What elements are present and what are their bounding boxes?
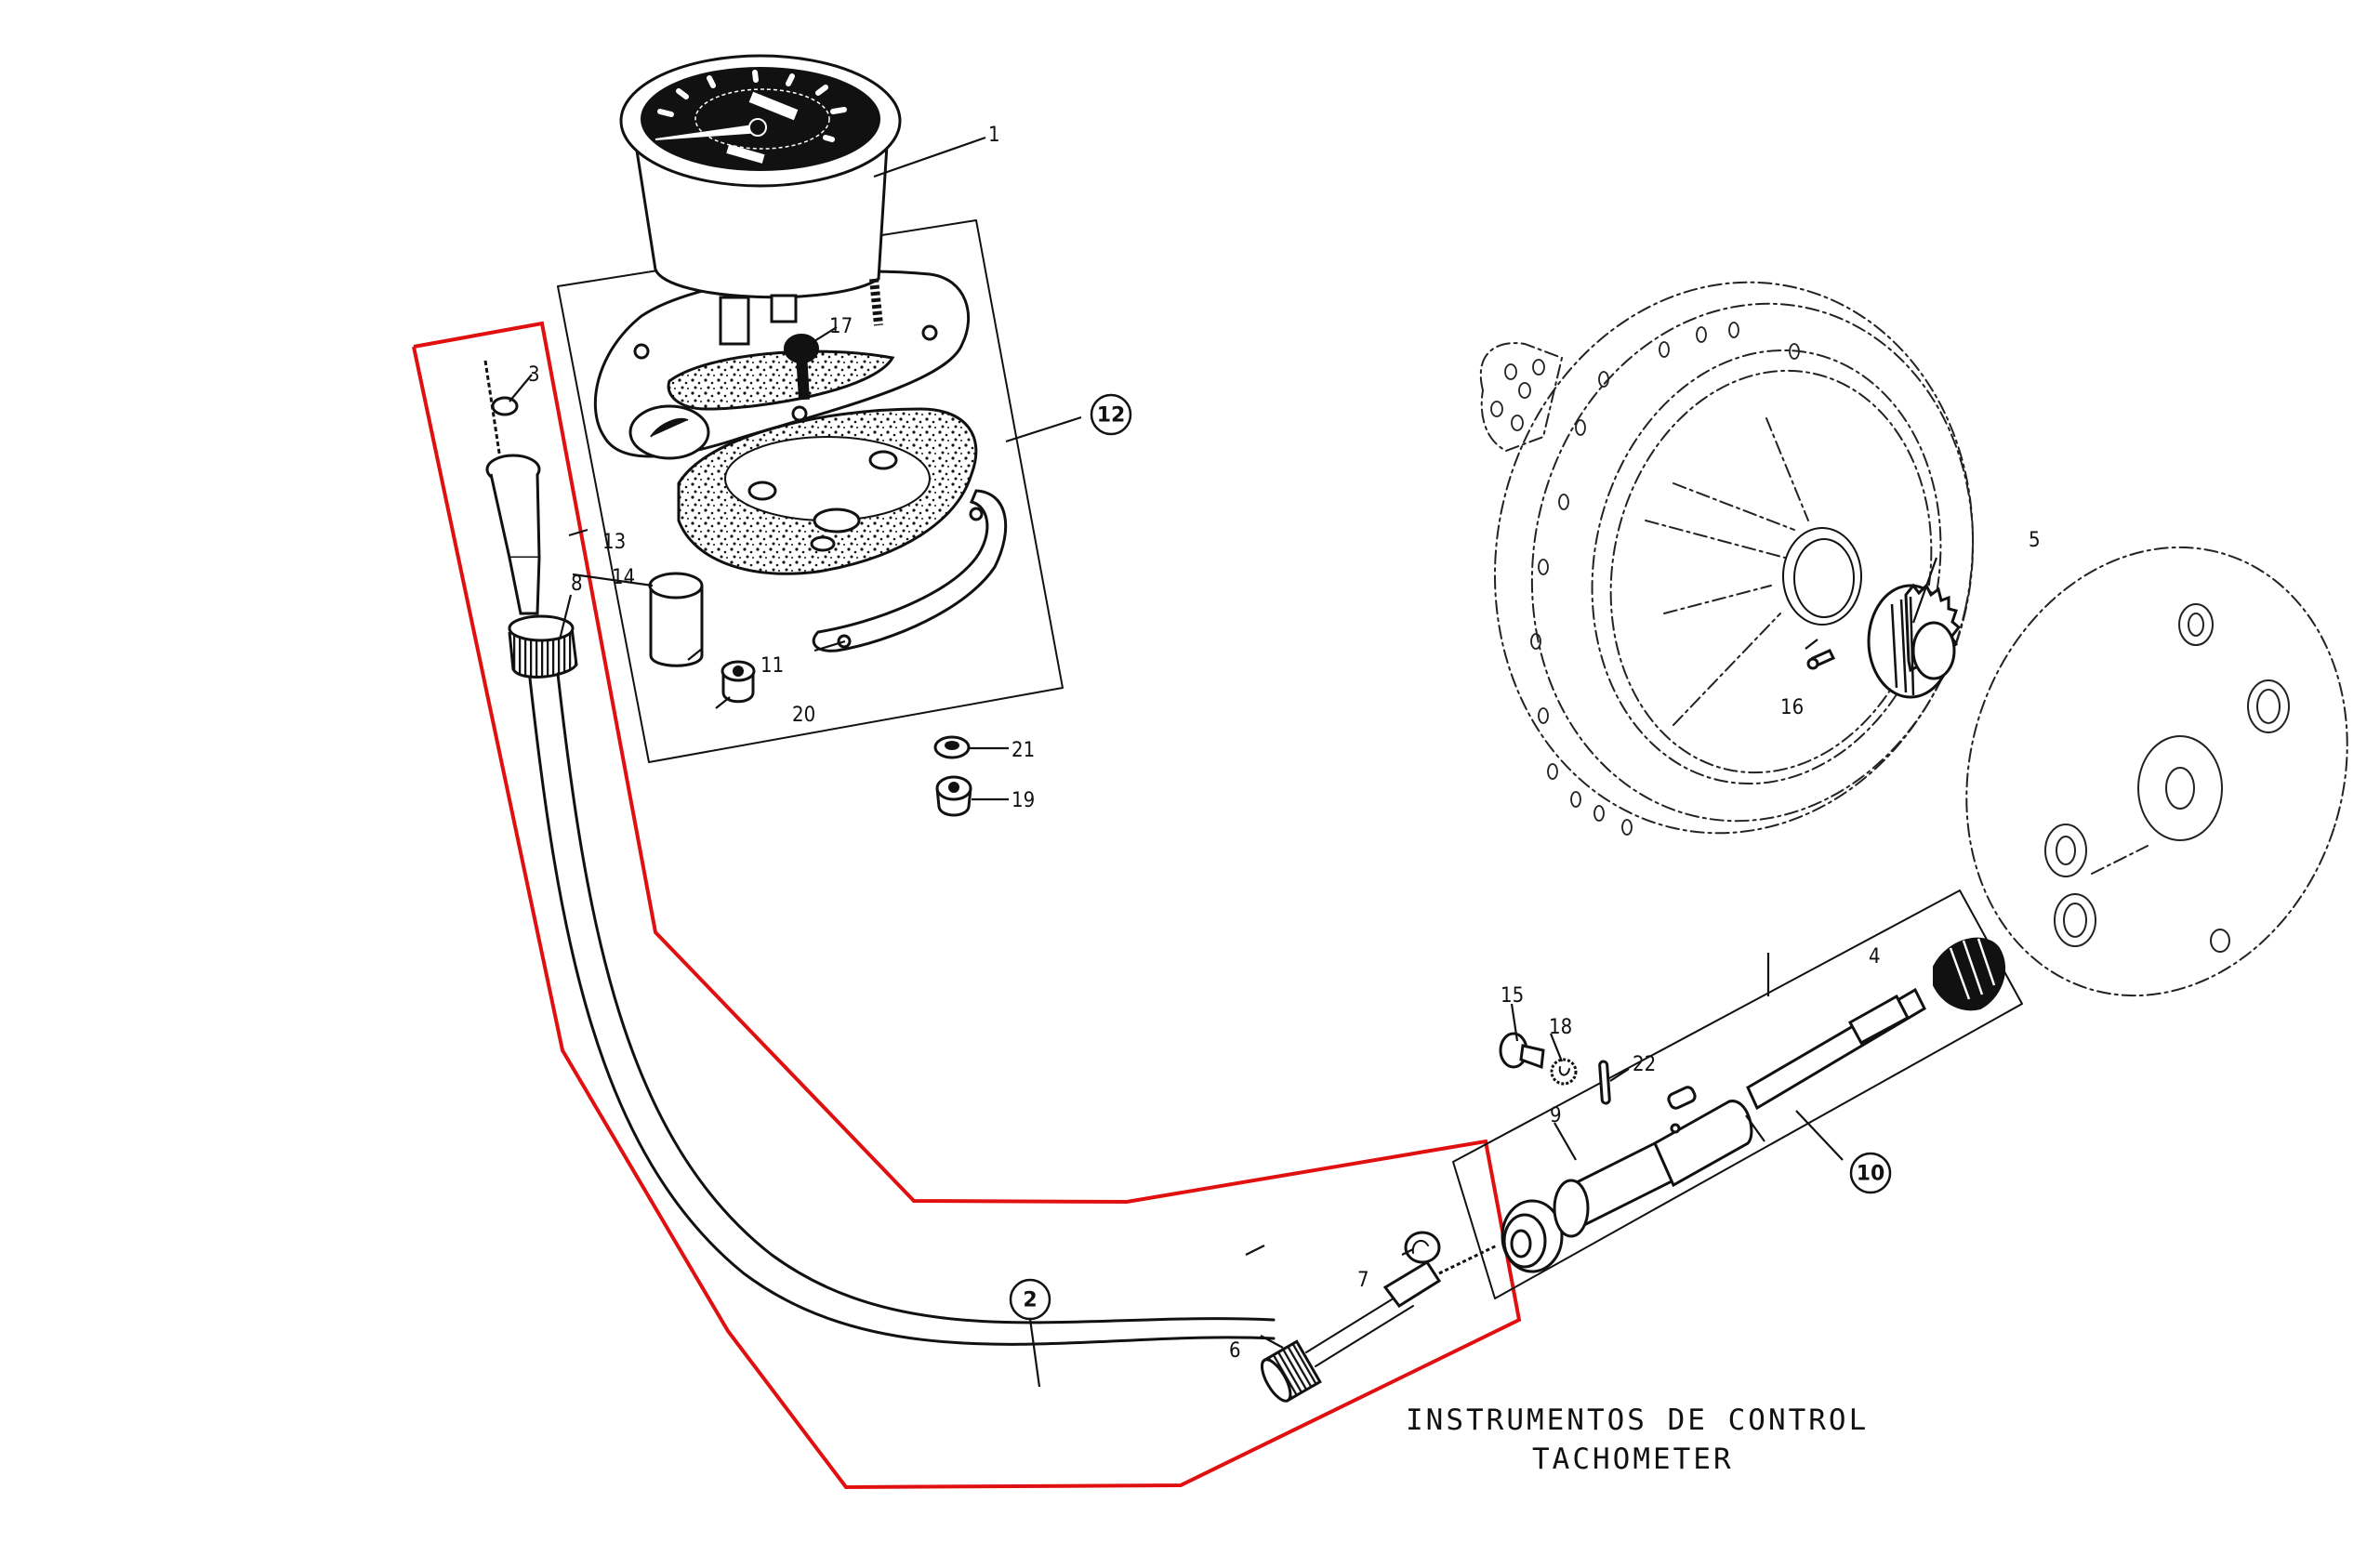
label-part-22: 22: [1633, 1053, 1656, 1076]
svg-text:10: 10: [1857, 1163, 1885, 1186]
label-part-14: 14: [612, 566, 635, 589]
label-part-17: 17: [829, 315, 853, 338]
label-part-18: 18: [1549, 1016, 1572, 1039]
diagram-caption: INSTRUMENTOS DE CONTROL TACHOMETER: [1406, 1404, 1869, 1476]
odometer-window: [748, 91, 799, 121]
label-part-13: 13: [602, 531, 626, 554]
label-part-16: 16: [1780, 696, 1804, 719]
group-10-frame: [1452, 890, 2023, 1299]
svg-text:12: 12: [1097, 404, 1126, 428]
flange-holes: [1530, 322, 1800, 836]
rubber-cup: [677, 407, 978, 575]
screw-17: [784, 334, 819, 401]
leader-lines: [509, 136, 1938, 1349]
plate-opening: [667, 349, 895, 411]
label-part-11: 11: [760, 654, 784, 678]
dial-tick-marks: [657, 70, 847, 142]
curved-strap: [812, 489, 1008, 652]
bracket-oval-window: [628, 404, 710, 460]
label-part-19: 19: [1012, 789, 1035, 812]
drive-gear-5: [1867, 583, 1962, 699]
trip-window: [726, 144, 765, 164]
tachometer-head: [619, 54, 902, 346]
drive-shaft-4: [1667, 937, 2006, 1111]
pin-22: [1598, 1060, 1611, 1105]
bolt-15: [1499, 1032, 1545, 1070]
label-assembly-12: 12: [1090, 393, 1132, 436]
label-part-3: 3: [528, 363, 540, 387]
nut-19: [935, 775, 972, 817]
label-part-4: 4: [1869, 945, 1881, 969]
knurled-nut-6: [1260, 1339, 1322, 1403]
tachometer-cable: [483, 360, 1498, 1403]
cable-highlight-outline: [412, 321, 1522, 1490]
spacer-tube: [648, 572, 704, 667]
caption-line-2: TACHOMETER: [1532, 1443, 1734, 1476]
label-part-8: 8: [571, 573, 583, 596]
label-part-6: 6: [1229, 1339, 1241, 1363]
label-part-15: 15: [1501, 984, 1524, 1008]
knurled-nut-8: [508, 614, 578, 679]
caption-line-1: INSTRUMENTOS DE CONTROL: [1406, 1404, 1869, 1437]
pinion-gear-4: [1933, 937, 2006, 1011]
bracket-hole: [633, 343, 650, 360]
label-part-20: 20: [792, 704, 815, 727]
bracket-hole: [791, 405, 808, 422]
label-part-9: 9: [1550, 1104, 1562, 1127]
label-part-21: 21: [1012, 739, 1035, 762]
label-assembly-10: 10: [1849, 1152, 1892, 1194]
circlip-7: [1404, 1231, 1441, 1264]
lock-washer-18: [1550, 1058, 1578, 1086]
brake-plate: [1965, 546, 2348, 997]
label-part-1: 1: [988, 124, 1000, 147]
drive-shaft-group: [1452, 890, 2023, 1299]
svg-text:2: 2: [1023, 1289, 1037, 1312]
label-assembly-2: 2: [1009, 1278, 1051, 1321]
inner-wire-bottom: [1438, 1244, 1498, 1275]
label-part-7: 7: [1357, 1269, 1369, 1292]
part-labels: 1 17 3 13 14 8 11 20 21 19 5 16 4 15 18 …: [528, 124, 2041, 1388]
label-part-5: 5: [2029, 529, 2041, 552]
nut-20: [721, 660, 756, 704]
washer-21: [933, 735, 971, 759]
mounting-plate-group: [557, 219, 1064, 763]
washer-3: [491, 396, 519, 416]
bracket-hole: [921, 324, 938, 341]
shaft-housing-9: [1501, 1100, 1753, 1273]
